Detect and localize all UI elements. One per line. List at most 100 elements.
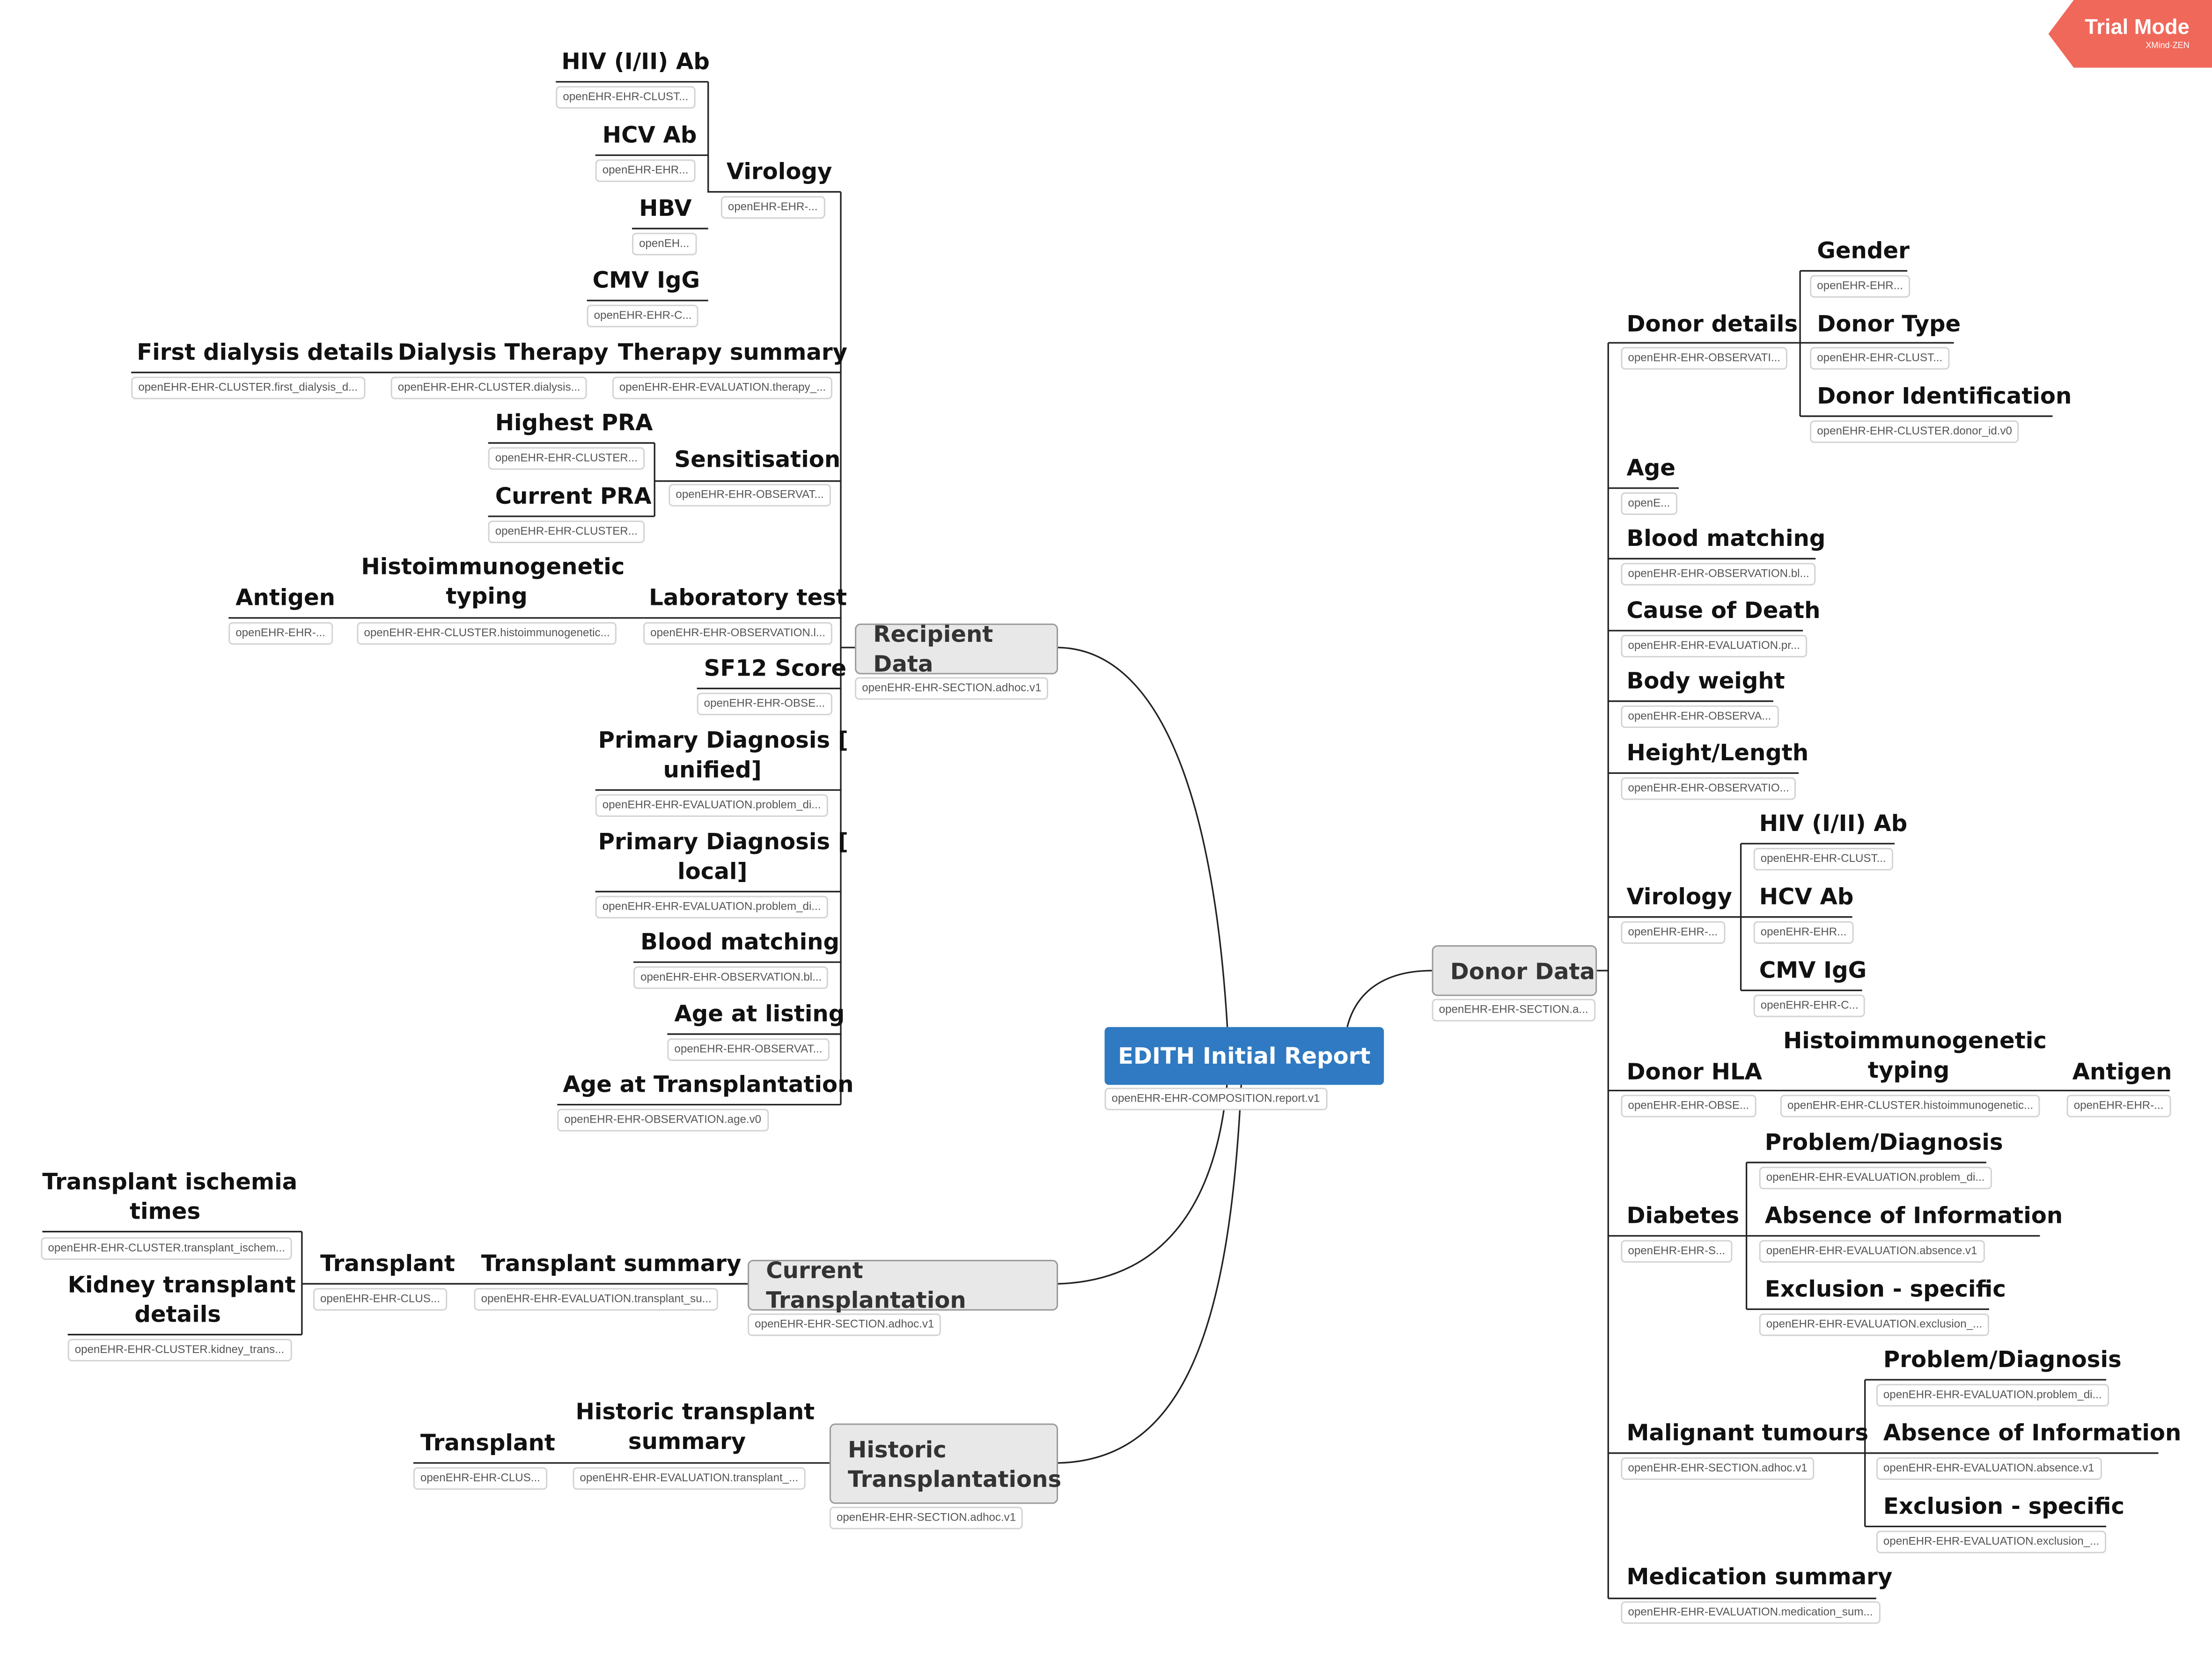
- donor-malignant-absence-label[interactable]: Absence of Information: [1883, 1419, 2182, 1446]
- recipient-age-listing-label[interactable]: Age at listing: [674, 1000, 845, 1027]
- donor-malignant-problem-label[interactable]: Problem/Diagnosis: [1883, 1346, 2122, 1373]
- recipient-pd-local-line2: local]: [677, 858, 748, 885]
- recipient-therapy-tag: openEHR-EHR-EVALUATION.therapy_...: [612, 376, 833, 399]
- recipient-highest-pra-label[interactable]: Highest PRA: [495, 409, 653, 436]
- donor-hla-label[interactable]: Donor HLA: [1626, 1058, 1763, 1085]
- recipient-hbv-label[interactable]: HBV: [639, 194, 692, 222]
- donor-hla-tag: openEHR-EHR-OBSE...: [1621, 1095, 1756, 1118]
- recipient-age-tx-tag: openEHR-EHR-OBSERVATION.age.v0: [557, 1109, 769, 1132]
- donor-details-label[interactable]: Donor details: [1626, 310, 1798, 338]
- donor-diabetes-tag: openEHR-EHR-S...: [1621, 1240, 1733, 1263]
- donor-weight-tag: openEHR-EHR-OBSERVA...: [1621, 705, 1778, 728]
- donor-data-topic[interactable]: Donor Data: [1432, 945, 1597, 996]
- trial-mode-badge[interactable]: Trial Mode XMind·ZEN: [2048, 0, 2212, 68]
- donor-histo-line1: Histoimmunogenetic: [1783, 1027, 2047, 1054]
- current-tx-transplant-label[interactable]: Transplant: [320, 1250, 455, 1277]
- recipient-sensitisation-label[interactable]: Sensitisation: [674, 446, 841, 473]
- current-tx-kidney-label[interactable]: Kidney transplant details: [67, 1270, 296, 1329]
- recipient-data-tag: openEHR-EHR-SECTION.adhoc.v1: [855, 677, 1049, 700]
- recipient-sf12-label[interactable]: SF12 Score: [704, 655, 847, 682]
- recipient-cmv-label[interactable]: CMV IgG: [592, 266, 700, 294]
- donor-medication-label[interactable]: Medication summary: [1626, 1563, 1893, 1590]
- recipient-pd-local-label[interactable]: Primary Diagnosis [local]: [598, 827, 848, 886]
- donor-diabetes-exclusion-label[interactable]: Exclusion - specific: [1764, 1275, 2006, 1302]
- recipient-therapy-label[interactable]: Therapy summary: [617, 338, 848, 366]
- donor-antigen-label[interactable]: Antigen: [2072, 1058, 2172, 1085]
- donor-data-tag: openEHR-EHR-SECTION.a...: [1432, 999, 1595, 1022]
- donor-malignant-tag: openEHR-EHR-SECTION.adhoc.v1: [1621, 1457, 1815, 1480]
- current-tx-ischemia-line1: Transplant ischemia: [42, 1168, 298, 1195]
- donor-gender-label[interactable]: Gender: [1817, 237, 1910, 264]
- donor-diabetes-label[interactable]: Diabetes: [1626, 1202, 1740, 1229]
- recipient-hiv-label[interactable]: HIV (I/II) Ab: [561, 48, 710, 75]
- historic-transplant-label[interactable]: Transplant: [420, 1429, 555, 1456]
- donor-histo-line2: typing: [1867, 1057, 1950, 1084]
- donor-diabetes-absence-label[interactable]: Absence of Information: [1764, 1202, 2063, 1229]
- recipient-blood-label[interactable]: Blood matching: [640, 928, 840, 956]
- donor-malignant-absence-tag: openEHR-EHR-EVALUATION.absence.v1: [1876, 1457, 2102, 1480]
- recipient-age-tx-label[interactable]: Age at Transplantation: [563, 1071, 854, 1098]
- recipient-data-topic[interactable]: Recipient Data: [855, 621, 1058, 677]
- donor-antigen-tag: openEHR-EHR-...: [2066, 1095, 2171, 1118]
- current-tx-ischemia-tag: openEHR-EHR-CLUSTER.transplant_ischem...: [41, 1237, 292, 1260]
- recipient-pd-unified-tag: openEHR-EHR-EVALUATION.problem_di...: [595, 794, 828, 817]
- recipient-pd-local-tag: openEHR-EHR-EVALUATION.problem_di...: [595, 896, 828, 919]
- recipient-blood-tag: openEHR-EHR-OBSERVATION.bl...: [633, 966, 829, 989]
- root-topic[interactable]: EDITH Initial Report: [1104, 1027, 1384, 1085]
- donor-blood-label[interactable]: Blood matching: [1626, 524, 1826, 552]
- recipient-dialysis-tag: openEHR-EHR-CLUSTER.dialysis...: [390, 376, 588, 399]
- donor-weight-label[interactable]: Body weight: [1626, 667, 1785, 694]
- current-tx-ischemia-line2: times: [129, 1198, 201, 1225]
- recipient-lab-label[interactable]: Laboratory test: [649, 584, 847, 611]
- donor-hiv-label[interactable]: HIV (I/II) Ab: [1759, 809, 1908, 837]
- current-tx-summary-label[interactable]: Transplant summary: [481, 1250, 742, 1277]
- recipient-antigen-tag: openEHR-EHR-...: [228, 622, 332, 645]
- recipient-antigen-label[interactable]: Antigen: [235, 584, 336, 611]
- recipient-virology-label[interactable]: Virology: [726, 158, 832, 185]
- donor-malignant-exclusion-label[interactable]: Exclusion - specific: [1883, 1493, 2124, 1520]
- historic-transplant-tag: openEHR-EHR-CLUS...: [413, 1467, 547, 1490]
- donor-gender-tag: openEHR-EHR...: [1810, 275, 1910, 298]
- current-transplantation-topic[interactable]: Current Transplantation: [748, 1257, 1058, 1313]
- donor-histo-label[interactable]: Histoimmunogenetic typing: [1783, 1026, 2047, 1085]
- current-tx-ischemia-label[interactable]: Transplant ischemia times: [42, 1167, 298, 1226]
- root-tag: openEHR-EHR-COMPOSITION.report.v1: [1104, 1088, 1327, 1110]
- donor-height-label[interactable]: Height/Length: [1626, 739, 1809, 766]
- donor-cause-label[interactable]: Cause of Death: [1626, 596, 1821, 624]
- donor-malignant-label[interactable]: Malignant tumours: [1626, 1419, 1869, 1446]
- recipient-histo-line1: Histoimmunogenetic: [361, 553, 625, 580]
- donor-age-tag: openE...: [1621, 492, 1677, 515]
- historic-summary-line1: Historic transplant: [575, 1398, 815, 1425]
- recipient-dialysis-label[interactable]: Dialysis Therapy: [397, 338, 609, 366]
- recipient-cmv-tag: openEHR-EHR-C...: [587, 304, 699, 328]
- recipient-first-dialysis-label[interactable]: First dialysis details: [137, 338, 394, 366]
- historic-summary-tag: openEHR-EHR-EVALUATION.transplant_...: [573, 1467, 806, 1490]
- recipient-current-pra-label[interactable]: Current PRA: [495, 482, 652, 509]
- donor-details-tag: openEHR-EHR-OBSERVATI...: [1621, 347, 1788, 370]
- donor-type-label[interactable]: Donor Type: [1817, 310, 1961, 338]
- donor-virology-label[interactable]: Virology: [1626, 883, 1732, 910]
- donor-diabetes-problem-label[interactable]: Problem/Diagnosis: [1764, 1128, 2003, 1155]
- donor-age-label[interactable]: Age: [1626, 454, 1676, 481]
- donor-height-tag: openEHR-EHR-OBSERVATIO...: [1621, 777, 1796, 800]
- donor-hcv-label[interactable]: HCV Ab: [1759, 883, 1854, 910]
- donor-ident-label[interactable]: Donor Identification: [1817, 382, 2072, 409]
- trial-badge-shape: [2048, 0, 2212, 68]
- donor-diabetes-absence-tag: openEHR-EHR-EVALUATION.absence.v1: [1759, 1240, 1984, 1263]
- recipient-pd-unified-line2: unified]: [663, 756, 762, 783]
- recipient-hcv-label[interactable]: HCV Ab: [602, 121, 697, 148]
- current-tx-kidney-line1: Kidney transplant: [67, 1271, 296, 1298]
- current-tx-kidney-line2: details: [134, 1301, 221, 1328]
- donor-cmv-label[interactable]: CMV IgG: [1759, 956, 1867, 984]
- donor-virology-tag: openEHR-EHR-...: [1621, 921, 1725, 944]
- recipient-sf12-tag: openEHR-EHR-OBSE...: [697, 692, 832, 715]
- recipient-pd-unified-label[interactable]: Primary Diagnosis [unified]: [598, 725, 848, 785]
- historic-summary-line2: summary: [628, 1427, 746, 1455]
- recipient-highest-pra-tag: openEHR-EHR-CLUSTER...: [488, 447, 645, 470]
- current-transplantation-tag: openEHR-EHR-SECTION.adhoc.v1: [748, 1313, 941, 1336]
